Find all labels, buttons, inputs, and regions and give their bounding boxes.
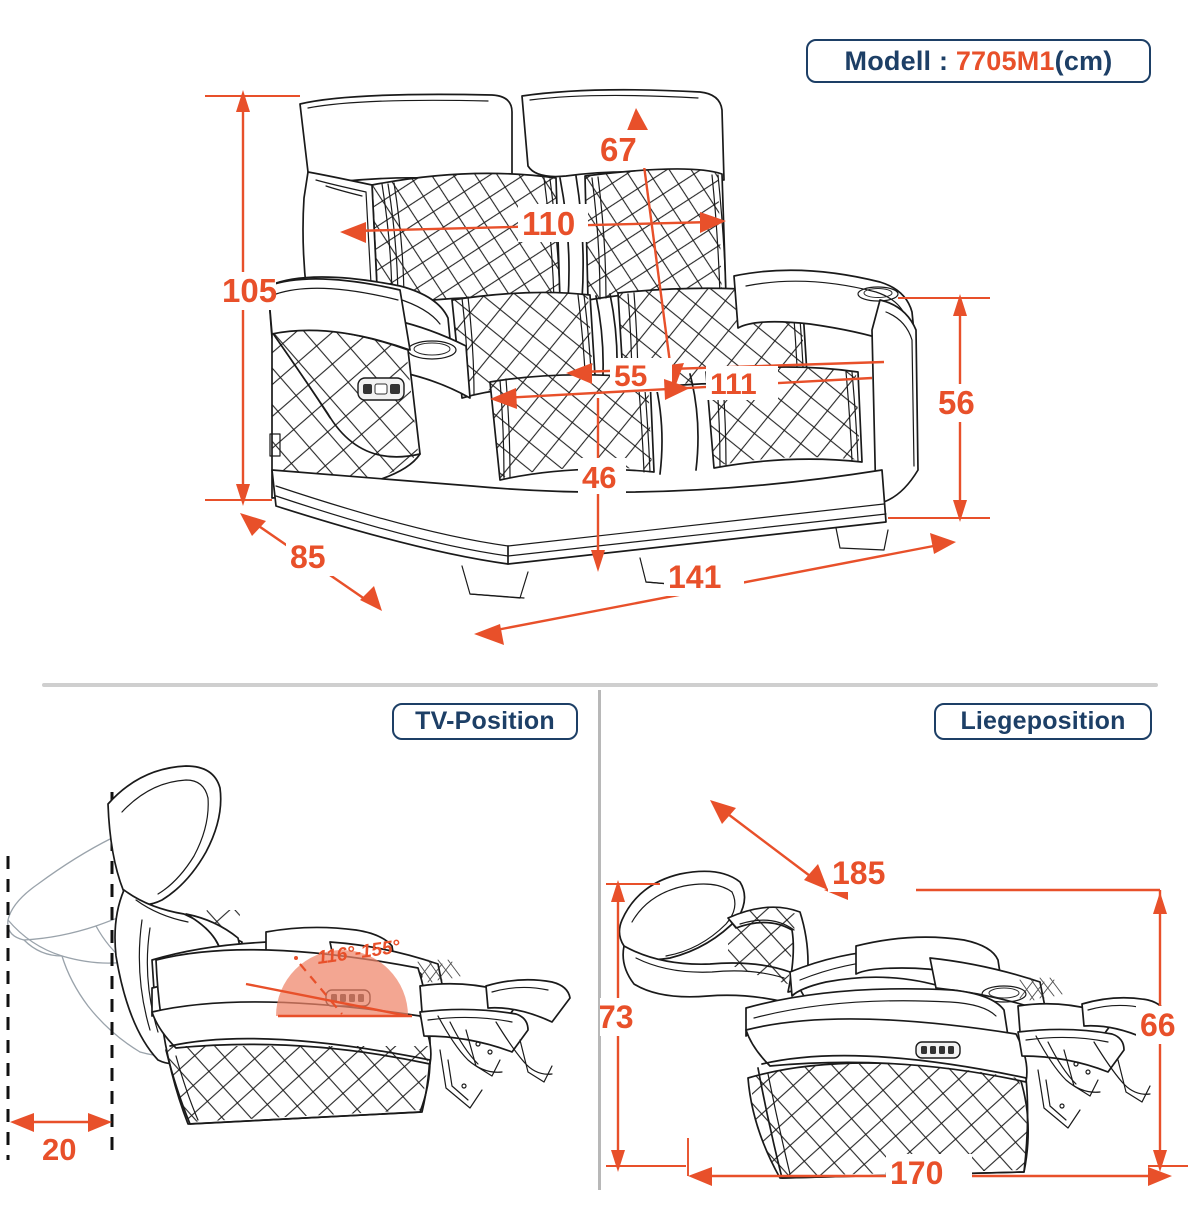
recline-angle-annotation: 116°-155°	[245, 936, 412, 1018]
horizontal-divider	[42, 683, 1158, 687]
dim-66-label: 66	[1140, 1007, 1176, 1043]
dim-105-label: 105	[222, 272, 277, 309]
dimension-overall-width: 141	[474, 533, 956, 645]
dim-56-label: 56	[938, 384, 975, 421]
dim-185-label: 185	[832, 855, 885, 891]
tv-position-title: TV-Position	[415, 707, 555, 735]
dimension-wall-clearance: 20	[10, 1113, 112, 1167]
dim-141-label: 141	[668, 559, 721, 595]
dimension-seat-width: 111	[490, 366, 873, 409]
power-control-panel-liege[interactable]	[915, 1041, 961, 1059]
dim-73-label: 73	[600, 999, 634, 1035]
dim-67-label: 67	[600, 131, 637, 168]
dimension-side-depth: 85	[240, 513, 382, 611]
dim-170-label: 170	[890, 1155, 943, 1191]
power-control-panel-main[interactable]	[357, 377, 405, 401]
dim-20-label: 20	[42, 1132, 76, 1167]
model-badge: Modell : 7705M1(cm)	[806, 39, 1151, 83]
dim-110-label: 110	[522, 205, 575, 242]
dimension-seat-height: 46	[578, 398, 626, 572]
dimension-base-length: 170	[687, 1138, 1172, 1192]
dimension-extended-length: 185	[710, 800, 1160, 900]
dim-111-label: 111	[710, 368, 757, 401]
tv-position-title-badge: TV-Position	[392, 703, 578, 740]
model-unit: (cm)	[1054, 45, 1113, 76]
dimension-overall-height: 105	[205, 90, 300, 506]
model-label: Modell :	[844, 45, 949, 76]
dim-46-label: 46	[582, 460, 616, 495]
dimension-footrest-height: 66	[1136, 890, 1190, 1172]
liege-position-drawing: 185 73 66 170	[600, 800, 1190, 1192]
liege-position-title-badge: Liegeposition	[934, 703, 1152, 740]
dim-85-label: 85	[290, 539, 326, 575]
dimension-arm-height: 56	[888, 294, 992, 522]
liege-position-title: Liegeposition	[960, 707, 1126, 735]
dimension-back-height: 73	[600, 880, 686, 1172]
main-sofa-drawing: 105 110 67 55	[205, 88, 992, 645]
dim-55-label: 55	[614, 360, 647, 393]
dimension-back-depth: 67	[596, 108, 684, 390]
model-number: 7705M1	[955, 45, 1055, 76]
tv-position-drawing: 116°-155° 20	[6, 765, 571, 1167]
vertical-divider	[598, 690, 601, 1190]
